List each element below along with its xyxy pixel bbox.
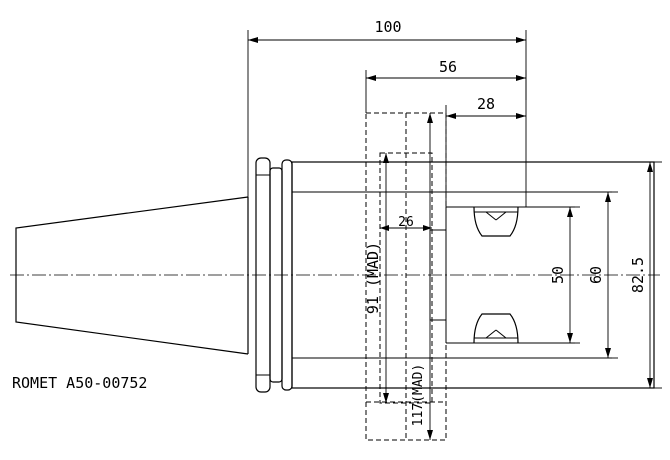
dimension-50: [567, 206, 580, 344]
dimension-117: [427, 113, 433, 440]
dimension-91: [383, 153, 389, 403]
label-28: 28: [477, 95, 495, 113]
label-82-5: 82.5: [629, 257, 647, 293]
label-100: 100: [374, 18, 401, 36]
label-56: 56: [439, 58, 457, 76]
label-60: 60: [587, 266, 605, 284]
mad-dashed-outlines: [365, 112, 447, 441]
part-label: ROMET A50-00752: [12, 374, 147, 392]
dimension-82-5: [647, 161, 662, 389]
dimension-26: [380, 225, 432, 231]
label-26: 26: [398, 215, 414, 230]
dimension-60: [605, 191, 618, 359]
dimension-56: [365, 70, 527, 113]
dimension-100: [247, 30, 527, 207]
label-91-mad: 91 (MAD): [364, 242, 382, 314]
dimension-28: [445, 105, 526, 207]
label-50: 50: [549, 266, 567, 284]
label-117-mad: 117(MAD): [411, 364, 426, 427]
taper-shank: [15, 196, 249, 355]
